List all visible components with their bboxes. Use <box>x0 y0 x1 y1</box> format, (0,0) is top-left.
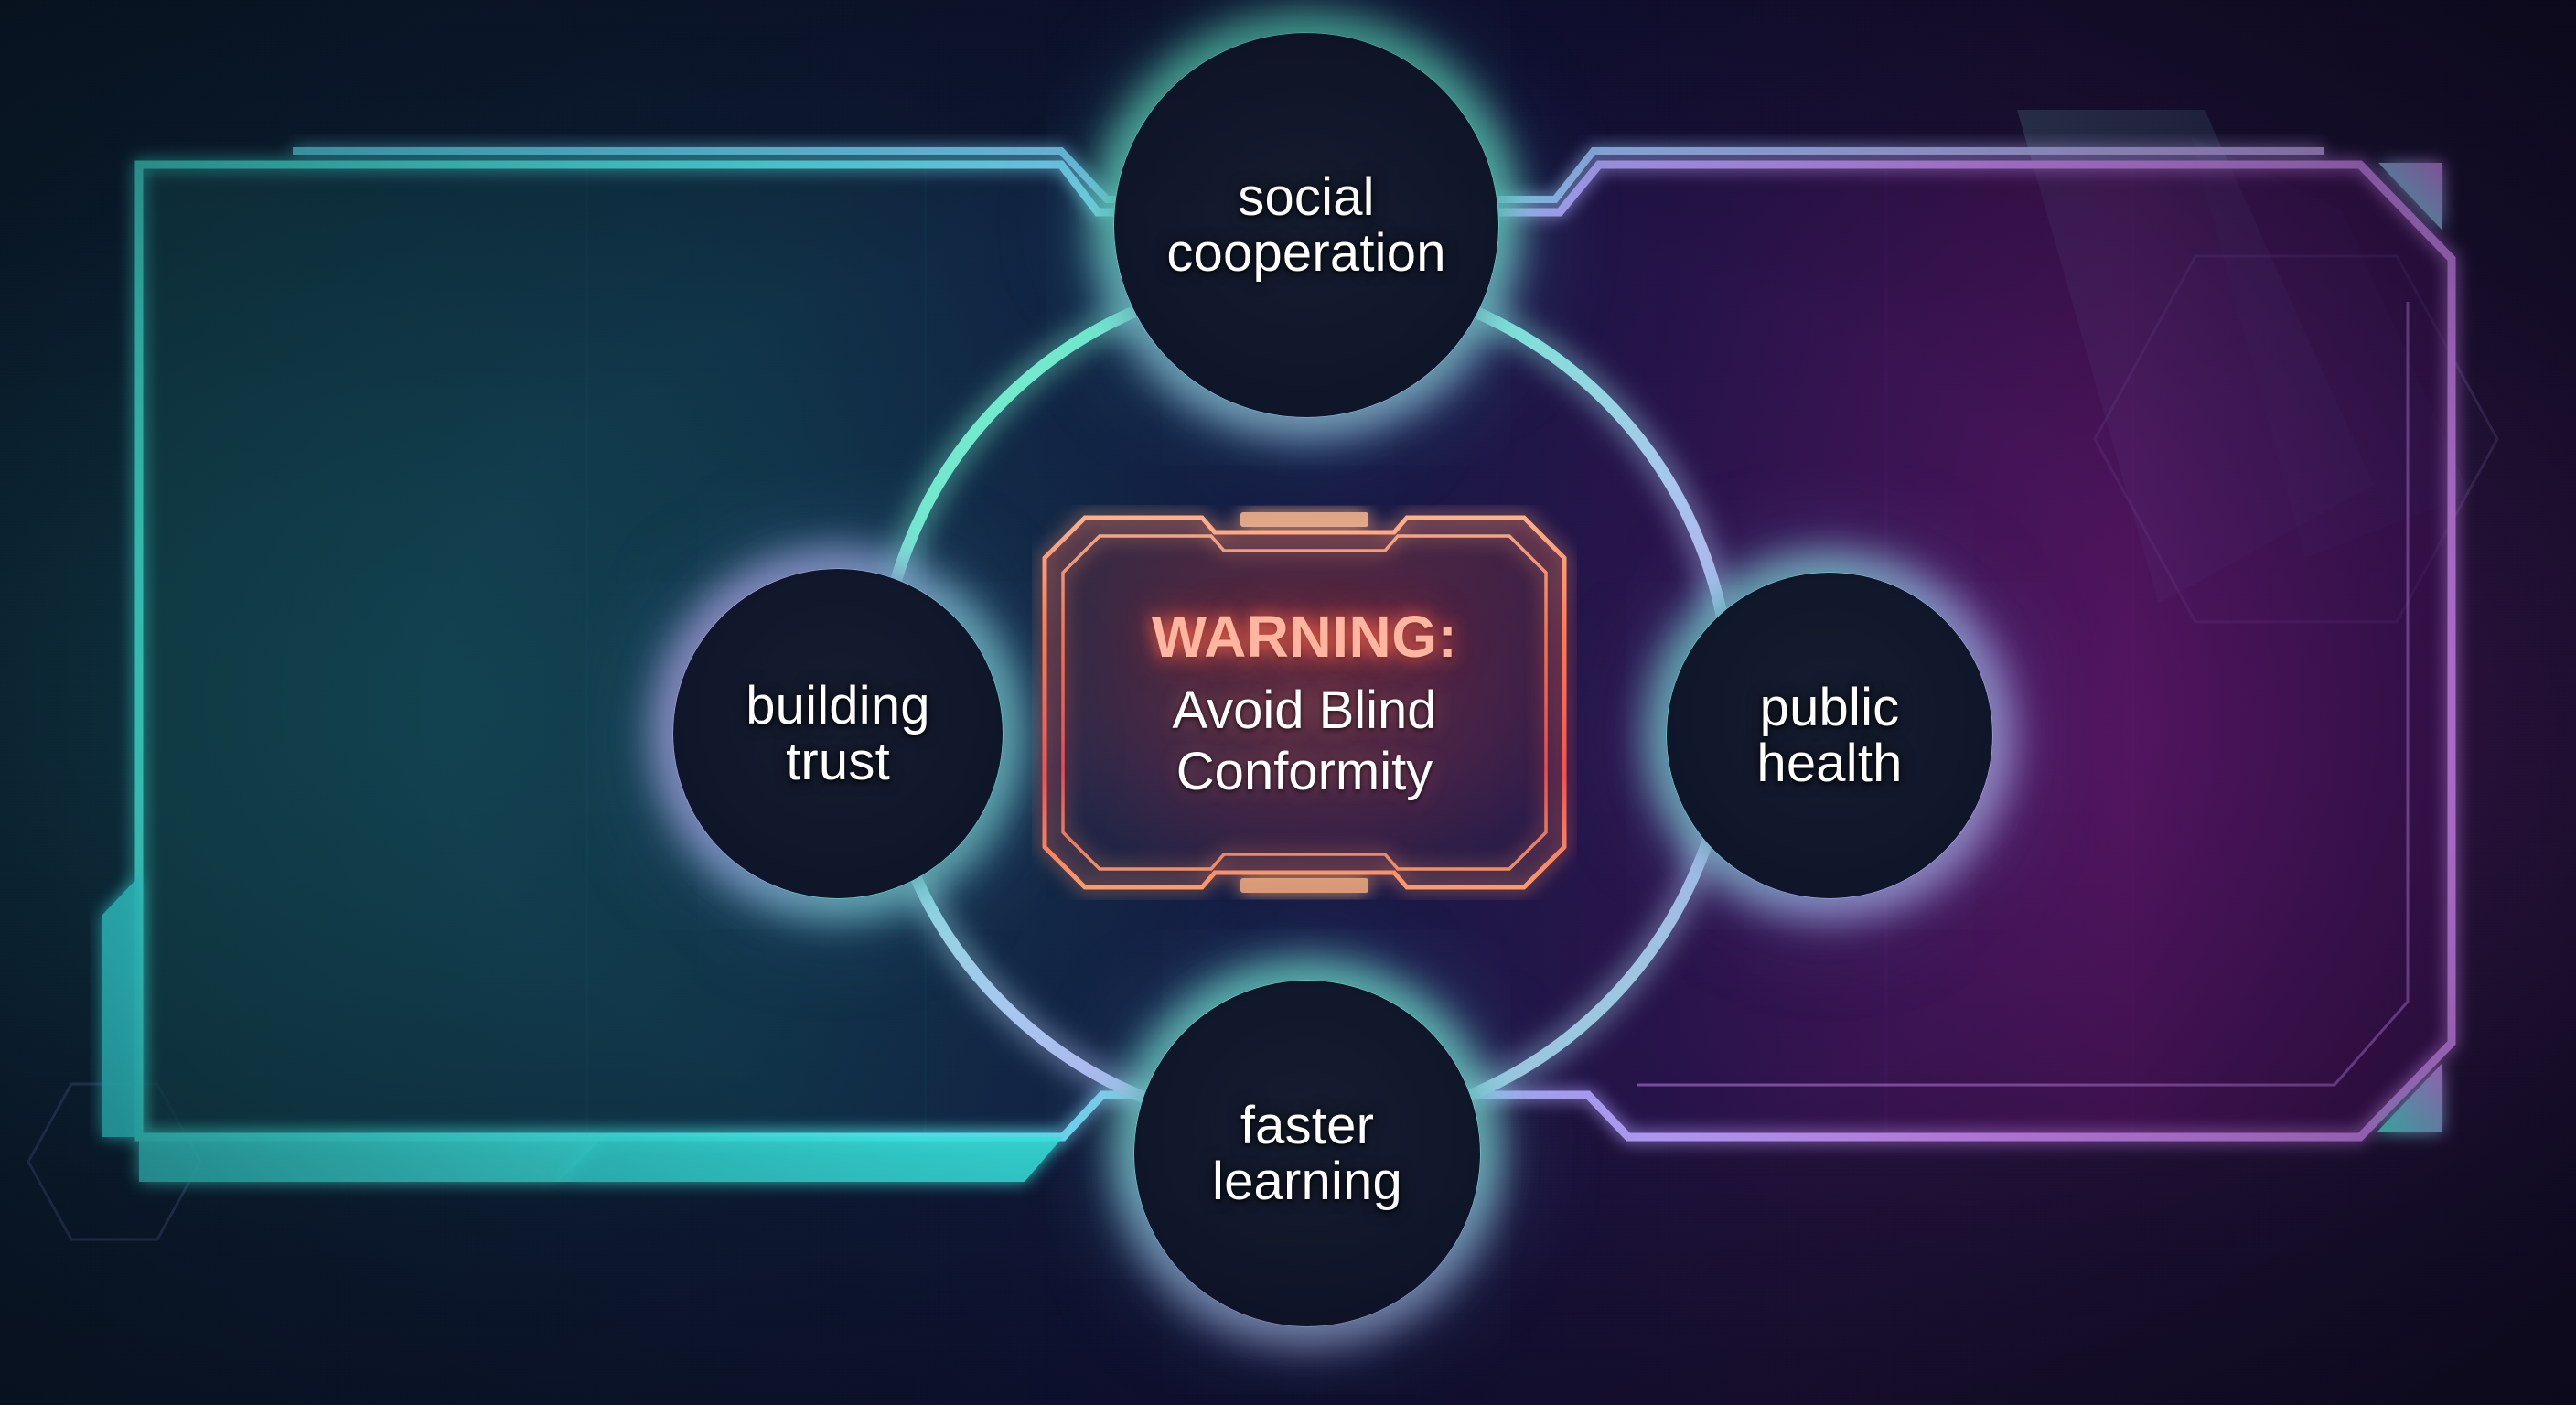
node-label: building trust <box>746 675 930 791</box>
warning-callout[interactable]: WARNING: Avoid Blind Conformity <box>977 463 1632 942</box>
node-public-health[interactable]: public health <box>1667 573 1992 898</box>
node-label: public health <box>1756 677 1903 793</box>
warning-text-block: WARNING: Avoid Blind Conformity <box>1032 505 1577 900</box>
node-building-trust[interactable]: building trust <box>673 569 1003 898</box>
node-faster-learning[interactable]: faster learning <box>1134 981 1480 1326</box>
node-social-cooperation[interactable]: social cooperation <box>1114 33 1498 417</box>
warning-body-line: Avoid Blind <box>1172 681 1437 741</box>
warning-body-line: Conformity <box>1175 742 1433 801</box>
warning-title: WARNING: <box>1151 604 1458 670</box>
node-label: faster learning <box>1212 1095 1402 1211</box>
node-label: social cooperation <box>1166 166 1446 283</box>
